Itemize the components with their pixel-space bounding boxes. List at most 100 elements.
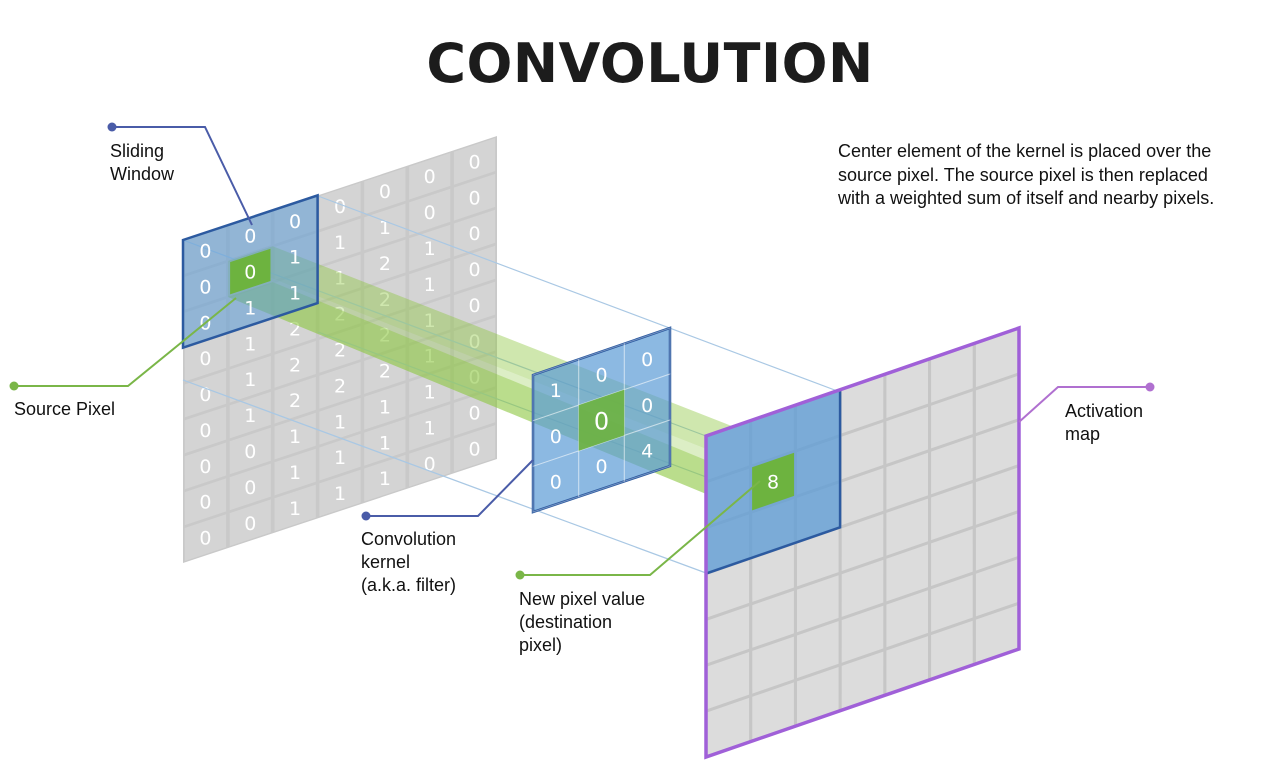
source-pixel-label: Source Pixel xyxy=(14,398,115,421)
activation-cell xyxy=(752,682,794,740)
source-cell-value: 0 xyxy=(469,259,481,281)
source-cell-value: 0 xyxy=(469,295,481,317)
convolution-kernel-label-line: (a.k.a. filter) xyxy=(361,575,457,595)
source-cell-value: 2 xyxy=(334,304,346,326)
source-cell-value: 0 xyxy=(469,223,481,245)
sliding-window-label: Sliding Window xyxy=(110,140,174,186)
source-cell-value: 0 xyxy=(199,492,211,514)
source-cell-value: 2 xyxy=(334,340,346,362)
activation-cell xyxy=(931,483,973,541)
activation-cell xyxy=(886,498,928,556)
kernel-callout xyxy=(366,459,534,517)
source-cell xyxy=(319,290,361,337)
activation-cell xyxy=(886,452,928,510)
activation-map-callout-dot xyxy=(1145,382,1155,392)
activation-cell xyxy=(841,468,884,526)
source-cell xyxy=(364,167,406,215)
source-pixel-callout xyxy=(14,297,237,387)
source-cell-value: 0 xyxy=(244,513,256,535)
source-cell xyxy=(184,442,227,490)
destination-pixel-highlight xyxy=(752,452,795,511)
activation-cell xyxy=(931,437,973,495)
source-cell-value: 1 xyxy=(424,382,436,404)
activation-map-callout xyxy=(1018,386,1150,423)
source-cell-value: 0 xyxy=(334,196,346,218)
kernel-cell-value: 0 xyxy=(594,407,609,435)
source-cell xyxy=(319,254,361,302)
window-cell-value: 0 xyxy=(199,241,211,263)
explanation-text: Center element of the kernel is placed o… xyxy=(838,141,1215,208)
source-cell xyxy=(274,376,316,424)
source-cell-value: 0 xyxy=(469,439,481,461)
source-cell xyxy=(274,341,316,388)
source-cell-value: 0 xyxy=(379,181,391,203)
source-cell xyxy=(274,484,316,532)
source-cell xyxy=(409,152,451,200)
source-cell xyxy=(274,412,316,460)
source-cell-value: 1 xyxy=(424,274,436,296)
kernel-cell-value: 0 xyxy=(595,364,607,386)
kernel-cell-value: 0 xyxy=(550,472,562,494)
source-cell xyxy=(319,218,361,266)
source-cell-value: 2 xyxy=(289,390,301,412)
activation-cell xyxy=(752,544,794,602)
new-pixel-value-label-line: pixel) xyxy=(519,635,563,655)
activation-cell xyxy=(975,330,1018,388)
source-pixel-label-line: Source Pixel xyxy=(14,399,116,419)
source-cell xyxy=(229,355,271,403)
source-cell xyxy=(409,224,451,272)
sliding-window-callout-dot xyxy=(107,122,117,132)
activation-cell xyxy=(707,560,750,618)
kernel-cell-value: 0 xyxy=(641,395,653,417)
source-cell xyxy=(364,383,406,430)
source-cell xyxy=(453,173,496,221)
activation-map-border xyxy=(704,325,1021,760)
source-image-grid: 0000000001110001112100122210012221001222… xyxy=(183,136,497,563)
source-cell xyxy=(229,427,271,475)
activation-cell xyxy=(707,652,750,709)
destination-pixel-value: 8 xyxy=(767,472,779,494)
source-cell xyxy=(409,296,451,344)
sliding-window-callout xyxy=(112,126,253,226)
source-cell-value: 1 xyxy=(379,217,391,239)
source-cell-value: 1 xyxy=(289,462,301,484)
source-cell xyxy=(453,245,496,293)
activation-cell xyxy=(841,422,884,480)
source-cell-value: 1 xyxy=(379,468,391,490)
source-cell xyxy=(364,347,406,394)
source-cell-value: 2 xyxy=(379,253,391,275)
source-cell-value: 0 xyxy=(244,477,256,499)
activation-cell xyxy=(886,361,928,418)
activation-cell xyxy=(886,544,928,602)
activation-cell xyxy=(797,575,839,633)
source-cell-value: 0 xyxy=(199,384,211,406)
source-cell xyxy=(319,362,361,409)
source-cell-value: 1 xyxy=(334,483,346,505)
source-cell-value: 0 xyxy=(469,331,481,353)
source-cell xyxy=(229,320,271,367)
source-cell xyxy=(364,203,406,251)
activation-cell xyxy=(886,406,928,464)
source-pixel-value: 0 xyxy=(244,262,256,284)
source-cell-value: 1 xyxy=(334,447,346,469)
diagram-title: CONVOLUTION xyxy=(426,32,874,95)
window-cell-value: 1 xyxy=(244,297,256,319)
kernel-cell xyxy=(623,419,671,482)
source-cell xyxy=(409,404,451,451)
source-pixel-highlight xyxy=(230,248,271,295)
window-cell-value: 0 xyxy=(289,211,301,233)
window-cell-value: 0 xyxy=(244,226,256,248)
source-cell xyxy=(453,138,496,185)
activation-cell xyxy=(841,605,884,663)
source-cell xyxy=(453,389,496,436)
source-cell-value: 0 xyxy=(424,202,436,224)
activation-cell xyxy=(841,514,884,571)
window-cell-value: 1 xyxy=(289,283,301,305)
source-cell xyxy=(319,326,361,373)
kernel-cell-value: 0 xyxy=(595,456,607,478)
new-pixel-value-label-line: (destination xyxy=(519,612,613,632)
activation-cell xyxy=(931,574,973,632)
